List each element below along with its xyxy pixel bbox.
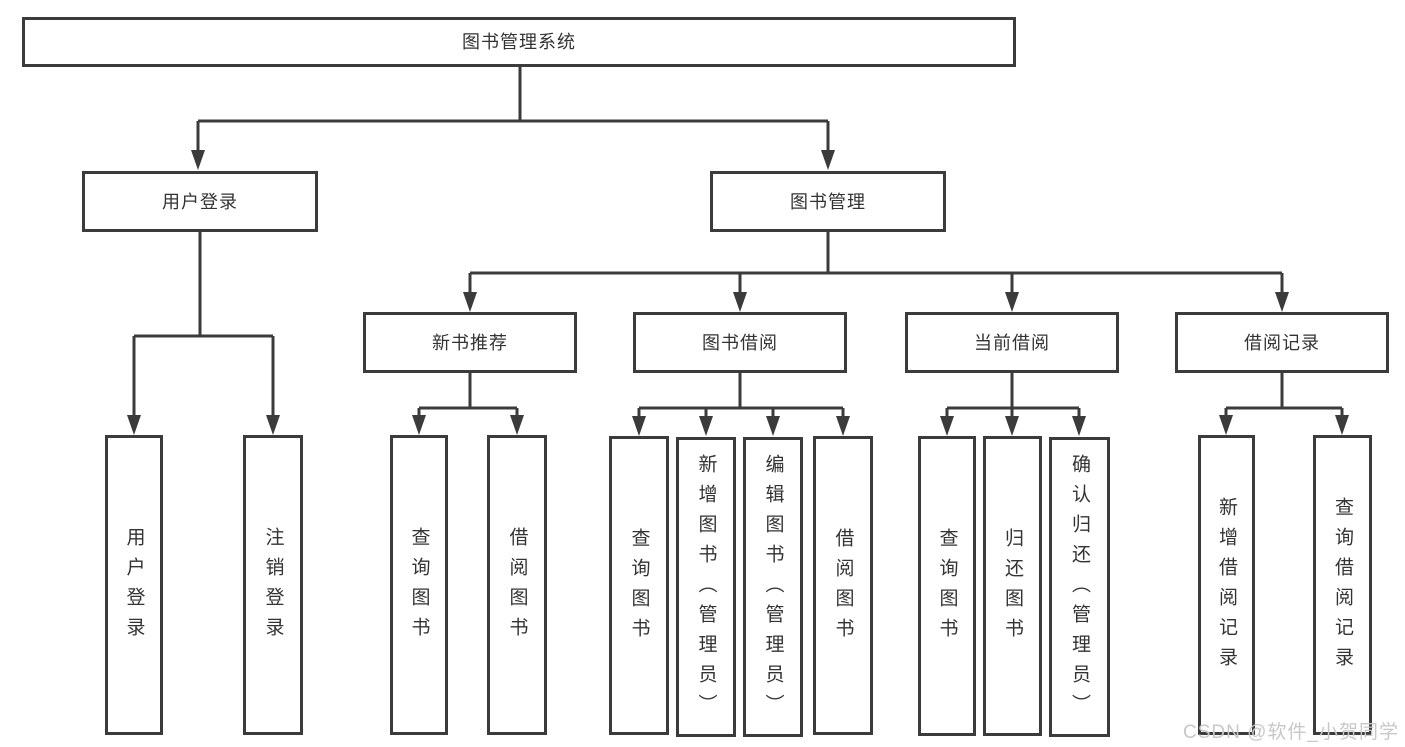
node-current-borrow: 当前借阅 (905, 312, 1119, 373)
node-leaf-query-books-recommend: 查询图书 (390, 435, 448, 735)
node-leaf-logout: 注销登录 (243, 435, 303, 735)
node-book-management-branch: 图书管理 (710, 171, 946, 232)
connector-root-to-level2 (191, 67, 835, 170)
node-leaf-add-borrow-record: 新增借阅记录 (1198, 435, 1255, 735)
connector-book-management-to-level3 (463, 232, 1289, 312)
node-leaf-query-books-current: 查询图书 (918, 436, 976, 736)
node-leaf-query-books-borrow: 查询图书 (609, 436, 669, 735)
connector-borrow-records-to-leaves (1219, 373, 1349, 435)
csdn-watermark: CSDN @软件_小贺同学 (1183, 722, 1399, 743)
node-leaf-add-book-admin: 新增图书（管理员） (676, 437, 736, 737)
node-new-book-recommend: 新书推荐 (363, 312, 577, 373)
node-leaf-user-login: 用户登录 (105, 435, 163, 735)
connector-user-login-to-leaves (127, 232, 280, 435)
node-leaf-query-borrow-record: 查询借阅记录 (1313, 435, 1372, 735)
node-leaf-return-book: 归还图书 (983, 436, 1042, 736)
node-leaf-edit-book-admin: 编辑图书（管理员） (743, 437, 803, 737)
node-borrow-records: 借阅记录 (1175, 312, 1389, 373)
node-user-login-branch: 用户登录 (82, 171, 318, 232)
connector-book-borrow-to-leaves (632, 373, 850, 436)
node-leaf-confirm-return-admin: 确认归还（管理员） (1049, 437, 1110, 737)
node-leaf-borrow-books: 借阅图书 (813, 436, 873, 735)
node-library-management-system: 图书管理系统 (22, 17, 1016, 67)
connector-current-borrow-to-leaves (940, 373, 1086, 436)
node-leaf-borrow-books-recommend: 借阅图书 (487, 435, 547, 735)
node-book-borrow: 图书借阅 (633, 312, 847, 373)
connector-new-book-recommend-to-leaves (412, 373, 524, 435)
